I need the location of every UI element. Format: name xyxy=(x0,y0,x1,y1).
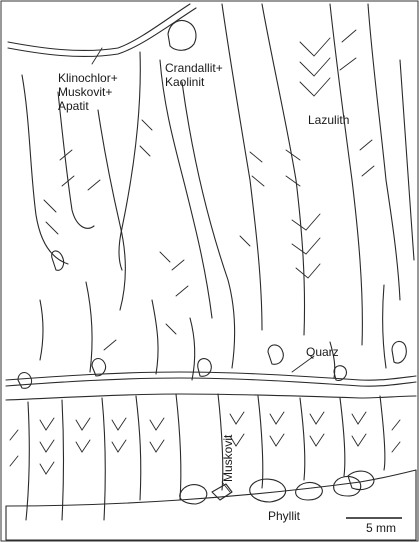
label-klinochlor-line-2: Muskovit+ xyxy=(58,85,112,99)
label-klinochlor: Klinochlor+ Muskovit+ Apatit xyxy=(58,71,121,113)
main-quartz-vein xyxy=(6,372,416,400)
muskovit-grains xyxy=(180,471,374,504)
phyllit-layer xyxy=(6,470,416,540)
label-crandallit-line-1: Crandallit+ xyxy=(165,61,223,75)
lower-crystals xyxy=(26,394,385,520)
label-phyllit: Phyllit xyxy=(268,509,301,523)
label-lazulith: Lazulith xyxy=(308,113,349,127)
label-quarz: Quarz xyxy=(306,345,339,359)
label-muskovit: Muskovit xyxy=(221,434,235,482)
label-klinochlor-line-1: Klinochlor+ xyxy=(58,71,118,85)
label-crandallit-line-2: Kaolinit xyxy=(165,75,205,89)
label-scale: 5 mm xyxy=(366,521,396,535)
label-klinochlor-line-3: Apatit xyxy=(58,99,89,113)
crandallit-patch xyxy=(168,21,196,51)
label-crandallit: Crandallit+ Kaolinit xyxy=(165,61,226,89)
quartz-blebs xyxy=(18,251,406,388)
